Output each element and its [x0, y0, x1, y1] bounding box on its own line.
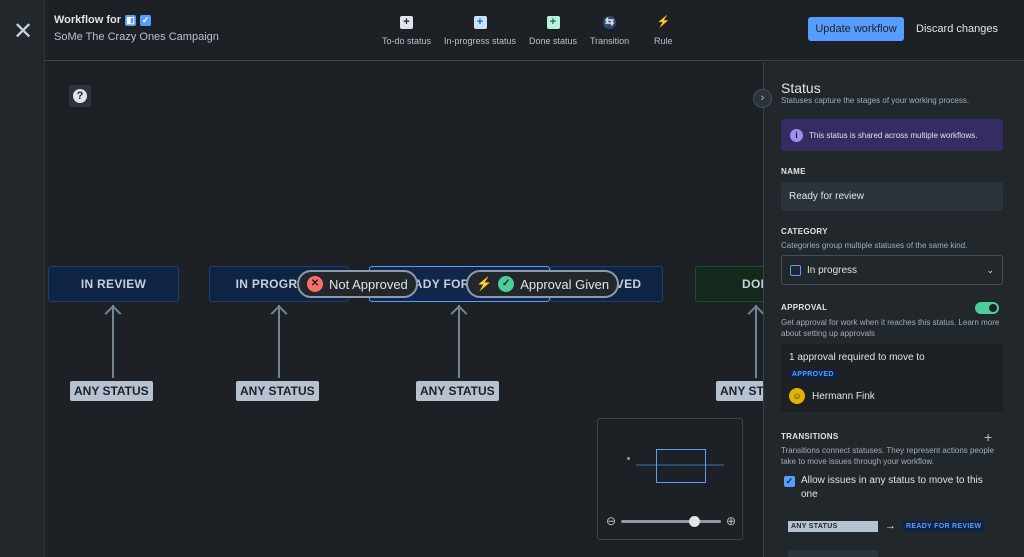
transition-label: Approval Given	[520, 276, 610, 292]
plus-icon: +	[473, 16, 487, 29]
plus-icon: +	[400, 16, 414, 29]
chevron-down-icon: ⌄	[986, 264, 994, 275]
panel-next-item	[788, 550, 878, 557]
tool-label: Done status	[529, 36, 578, 46]
approval-toggle[interactable]	[975, 302, 999, 314]
zoom-control: ⊖ ⊕	[606, 513, 736, 529]
workflow-canvas[interactable]: ? IN REVIEW IN PROGRESS READY FOR REVIEW…	[45, 62, 763, 557]
top-bar: Workflow for ◧ ✓ SoMe The Crazy Ones Cam…	[45, 0, 1024, 61]
add-transition-plus-icon[interactable]: +	[984, 429, 993, 445]
tool-label: In-progress status	[444, 36, 517, 46]
zoom-slider-handle[interactable]	[688, 515, 700, 527]
status-done[interactable]: DONE	[695, 266, 763, 302]
discard-changes-button[interactable]: Discard changes	[916, 23, 998, 35]
category-description: Categories group multiple statuses of th…	[781, 241, 968, 250]
approval-target-badge: APPROVED	[789, 370, 837, 379]
project-name: SoMe The Crazy Ones Campaign	[54, 31, 219, 43]
checkbox-icon: ✓	[140, 14, 152, 26]
check-circle-icon: ✓	[498, 276, 515, 292]
workflow-title: Workflow for ◧ ✓	[54, 14, 152, 26]
status-in-review[interactable]: IN REVIEW	[48, 266, 179, 302]
allow-any-status-label: Allow issues in any status to move to th…	[801, 475, 983, 500]
minimap-dot	[627, 457, 630, 460]
plus-icon: +	[546, 16, 560, 29]
transition-to-tag: READY FOR REVIEW	[903, 520, 985, 532]
arrow-up-icon	[278, 305, 280, 378]
transition-from-tag: ANY STATUS	[788, 520, 878, 532]
add-rule-button[interactable]: ⚡ Rule	[654, 16, 673, 46]
category-label: CATEGORY	[781, 227, 828, 236]
info-text: This status is shared across multiple wo…	[809, 130, 978, 140]
tool-label: To-do status	[382, 36, 432, 46]
arrow-right-icon: →	[885, 520, 896, 532]
minimap-viewport[interactable]	[656, 449, 706, 483]
task-icon: ◧	[125, 14, 137, 26]
approval-requirement: 1 approval required to move to	[789, 352, 925, 363]
tool-label: Transition	[590, 36, 630, 46]
allow-any-status-checkbox[interactable]: ✓	[784, 476, 795, 487]
panel-title: Status	[781, 80, 821, 96]
transition-icon: ⇆	[603, 16, 617, 29]
panel-description: Statuses capture the stages of your work…	[781, 96, 970, 105]
arrow-up-icon	[458, 305, 460, 378]
status-details-panel: Status Statuses capture the stages of yo…	[763, 62, 1024, 557]
approval-description: Get approval for work when it reaches th…	[781, 318, 1000, 338]
shared-status-info: i This status is shared across multiple …	[781, 119, 1003, 151]
add-done-status-button[interactable]: + Done status	[529, 16, 577, 46]
add-todo-status-button[interactable]: + To-do status	[382, 16, 431, 46]
approver: ☺ Hermann Fink	[789, 388, 995, 404]
workflow-title-label: Workflow for	[54, 14, 122, 26]
transition-row[interactable]: ANY STATUS → READY FOR REVIEW	[788, 519, 1008, 533]
any-status-tag[interactable]: ANY STATUS	[70, 381, 153, 401]
zoom-out-icon[interactable]: ⊖	[606, 514, 617, 528]
zoom-in-icon[interactable]: ⊕	[725, 514, 736, 528]
transitions-label: TRANSITIONS	[781, 432, 839, 441]
add-transition-button[interactable]: ⇆ Transition	[590, 16, 629, 46]
question-icon: ?	[73, 89, 87, 103]
lightning-icon: ⚡	[476, 276, 493, 291]
status-name-input[interactable]: Ready for review	[781, 182, 1003, 211]
category-value: In progress	[807, 264, 858, 276]
collapse-panel-button[interactable]: ›	[753, 89, 772, 108]
approval-card[interactable]: 1 approval required to move to APPROVED …	[781, 344, 1003, 412]
minimap[interactable]: ⊖ ⊕	[597, 418, 743, 540]
transition-approval-given[interactable]: ⚡ ✓ Approval Given	[466, 270, 620, 298]
category-select[interactable]: In progress ⌄	[781, 255, 1003, 285]
transition-not-approved[interactable]: ✕ Not Approved	[297, 270, 418, 298]
transitions-description: Transitions connect statuses. They repre…	[781, 446, 995, 466]
any-status-tag[interactable]: ANY STATUS	[236, 381, 319, 401]
help-button[interactable]: ?	[69, 85, 91, 107]
avatar: ☺	[789, 388, 805, 404]
zoom-slider[interactable]	[621, 515, 721, 527]
tool-label: Rule	[654, 36, 673, 46]
close-icon[interactable]: ✕	[12, 18, 34, 45]
approver-name: Hermann Fink	[812, 390, 875, 402]
any-status-tag[interactable]: ANY STATUS	[416, 381, 499, 401]
arrow-up-icon	[112, 305, 114, 378]
add-in-progress-status-button[interactable]: + In-progress status	[444, 16, 516, 46]
left-bar: ✕	[0, 0, 45, 557]
info-icon: i	[790, 128, 803, 142]
update-workflow-button[interactable]: Update workflow	[808, 17, 904, 41]
any-status-tag[interactable]: ANY STATUS	[716, 381, 763, 401]
transition-label: Not Approved	[329, 276, 408, 292]
in-progress-swatch-icon	[790, 264, 801, 276]
name-label: NAME	[781, 167, 806, 176]
approval-label: APPROVAL	[781, 303, 828, 312]
x-circle-icon: ✕	[307, 276, 323, 292]
arrow-up-icon	[755, 305, 757, 378]
minimap-nodes	[636, 464, 724, 466]
lightning-icon: ⚡	[656, 16, 671, 28]
